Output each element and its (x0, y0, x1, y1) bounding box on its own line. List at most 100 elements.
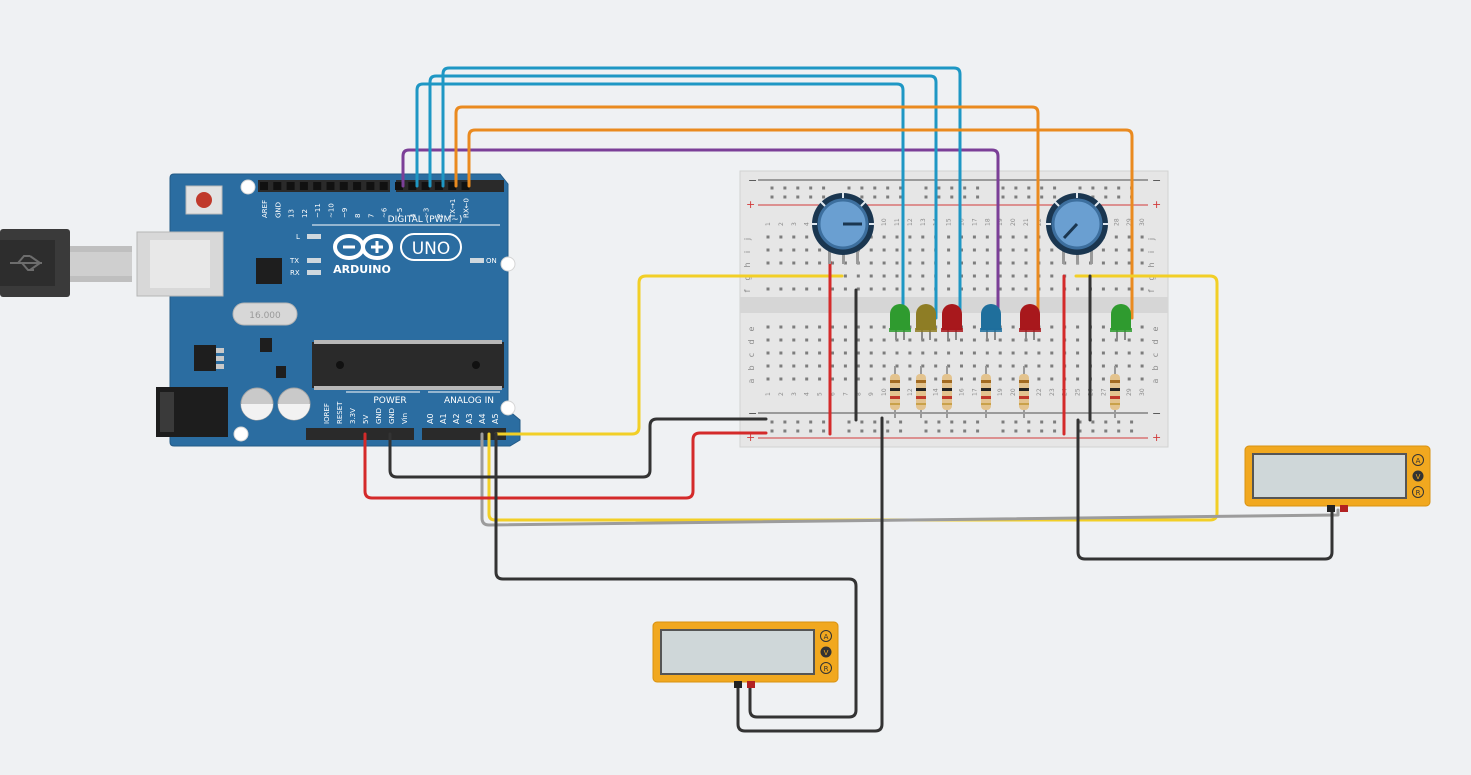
analog-pin-label: A0 (426, 413, 435, 424)
atmega-chip (312, 340, 504, 390)
resistor[interactable] (1019, 366, 1029, 418)
arduino-logo: ARDUINO UNO (333, 233, 462, 276)
wire-gray-a4[interactable] (480, 432, 1340, 527)
column-number: 18 (984, 218, 991, 226)
column-number: 3 (791, 392, 798, 396)
wire-black-bb-meter[interactable] (736, 416, 884, 733)
arduino-uno-board[interactable]: 16.000 ARDUINO UNO (136, 173, 521, 447)
column-number: 5 (817, 392, 824, 396)
power-pin-label: GND (388, 408, 396, 424)
column-number: 2 (778, 222, 785, 226)
wires (363, 66, 1340, 733)
row-letter: e (747, 326, 756, 331)
resistor[interactable] (916, 366, 926, 418)
digital-pin-label: ~11 (314, 203, 322, 218)
row-letter: a (1151, 378, 1160, 383)
mode-ohms-bottom: R (824, 665, 829, 673)
row-letter: i (743, 251, 752, 253)
column-number: 11 (894, 218, 901, 226)
resistor[interactable] (981, 366, 991, 418)
column-number: 3 (791, 222, 798, 226)
digital-pin-label: 12 (301, 209, 309, 218)
wire-blue-pin5[interactable] (428, 74, 938, 320)
row-letter: f (743, 289, 752, 292)
column-number: 17 (971, 218, 978, 226)
resistor[interactable] (942, 366, 952, 418)
wire-yellow-a5[interactable] (494, 274, 844, 436)
digital-pin-label: ~3 (423, 208, 431, 218)
resistor[interactable] (890, 366, 900, 418)
multimeter-right[interactable]: A V R (1244, 445, 1431, 512)
led-green-1[interactable] (889, 304, 911, 340)
row-letter: g (1147, 275, 1156, 280)
wire-yellow-a4[interactable] (487, 274, 1219, 522)
row-letter: h (1147, 262, 1156, 267)
digital-pin-label: 7 (367, 214, 375, 218)
digital-pin-label: RX←0 (463, 198, 471, 218)
row-letter: f (1147, 289, 1156, 292)
analog-header-label: ANALOG IN (444, 396, 494, 406)
digital-pin-label: ~5 (396, 208, 404, 218)
wire-purple-pin7[interactable] (401, 148, 1000, 324)
usb-cable (0, 229, 132, 297)
wire-black-gnd[interactable] (388, 417, 768, 479)
column-number: 7 (842, 392, 849, 396)
led-green-2[interactable] (1110, 304, 1132, 340)
power-header-label: POWER (373, 396, 406, 406)
column-number: 27 (1100, 388, 1107, 396)
column-number: 17 (971, 388, 978, 396)
wire-blue-pin4[interactable] (441, 66, 962, 320)
column-number: 16 (959, 218, 966, 226)
row-letter: e (1151, 326, 1160, 331)
digital-pin-label: GND (274, 202, 282, 218)
column-number: 28 (1113, 218, 1120, 226)
mode-amps-bottom: A (824, 633, 829, 641)
potentiometer-right[interactable] (1046, 193, 1108, 264)
column-number: 16 (959, 388, 966, 396)
rail-plus-top-left: + (746, 198, 755, 211)
led-on-label: ON (486, 257, 497, 265)
digital-pin-label: ~9 (341, 208, 349, 218)
analog-pin-header (422, 428, 506, 440)
wire-orange-pin2[interactable] (467, 128, 1134, 320)
power-pin-label: 5V (362, 415, 370, 424)
wire-black-bb-meter2[interactable] (1076, 418, 1334, 561)
capacitors (240, 387, 311, 421)
row-letter: h (743, 262, 752, 267)
multimeter-bottom[interactable]: A V R (652, 621, 839, 688)
column-number: 10 (881, 388, 888, 396)
rail-plus-bottom-right: + (1152, 431, 1161, 444)
column-number: 4 (804, 222, 811, 226)
led-red-2[interactable] (1019, 304, 1041, 340)
wire-black-a5-meter[interactable] (494, 432, 858, 719)
resistor[interactable] (1110, 366, 1120, 418)
rail-minus-bottom-right: − (1152, 407, 1161, 420)
power-pin-header (306, 428, 414, 440)
row-letter: c (1151, 353, 1160, 357)
mode-amps-right: A (1416, 457, 1421, 465)
wire-orange-pin3[interactable] (454, 105, 1040, 322)
row-letter: a (747, 378, 756, 383)
column-number: 20 (1010, 218, 1017, 226)
row-letter: c (747, 353, 756, 357)
led-yellow[interactable] (915, 304, 937, 340)
reset-button[interactable] (185, 185, 223, 215)
row-letter: b (1151, 365, 1160, 370)
wire-blue-pin6[interactable] (415, 82, 905, 320)
analog-pin-label: A5 (491, 413, 500, 424)
column-number: 1 (765, 392, 772, 396)
mode-ohms-right: R (1416, 489, 1421, 497)
row-letter: d (747, 339, 756, 344)
wire-red-5v[interactable] (363, 431, 768, 500)
led-blue[interactable] (980, 304, 1002, 340)
digital-pin-label: ~6 (381, 207, 389, 218)
column-number: 1 (765, 222, 772, 226)
led-red-1[interactable] (941, 304, 963, 340)
rail-plus-bottom-left: + (746, 431, 755, 444)
led-rx-label: RX (290, 269, 300, 277)
potentiometer-left[interactable] (812, 193, 874, 264)
column-number: 9 (868, 392, 875, 396)
column-number: 29 (1126, 388, 1133, 396)
led-l-label: L (296, 233, 300, 241)
